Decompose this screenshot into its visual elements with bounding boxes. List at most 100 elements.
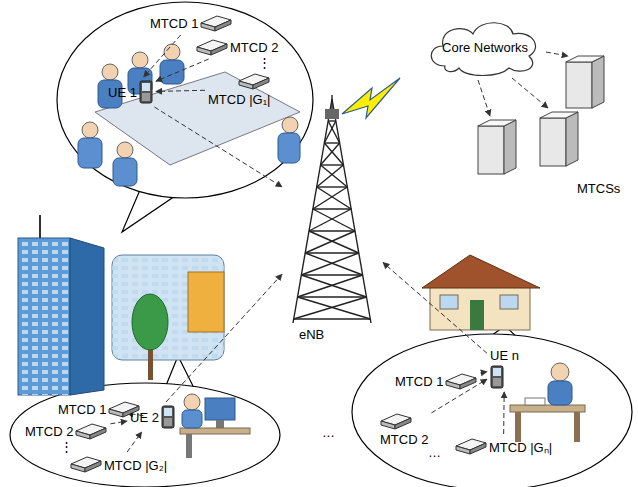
tower-icon (317, 186, 348, 187)
office-buildings (70, 238, 104, 395)
mtcd-device: MTCD |Gₙ| (455, 437, 552, 455)
node-label: MTCD 1 (58, 402, 106, 417)
icon-holder (196, 38, 228, 56)
tower-icon (301, 275, 366, 297)
node-label: MTCD 2 (25, 424, 73, 439)
icon-holder (200, 14, 232, 32)
office-buildings (18, 238, 70, 395)
tower-icon (328, 120, 336, 121)
tower-icon (301, 274, 362, 275)
ue-phone: UE 1 (108, 80, 153, 104)
icon-holder (445, 372, 477, 390)
tower-icon (325, 109, 339, 119)
icon-holder (490, 365, 504, 389)
desk-user (184, 394, 200, 410)
office-buildings (112, 255, 224, 360)
tower-icon (305, 252, 359, 253)
mtcd-icon (446, 381, 460, 389)
link-arrow (156, 59, 209, 81)
desk-user (525, 398, 545, 405)
server (566, 62, 592, 108)
tower-icon (309, 230, 355, 231)
icon-holder (75, 422, 107, 440)
mtcd-icon (70, 455, 102, 473)
desk-user (551, 363, 569, 381)
tower-icon (317, 165, 344, 187)
enb-tower: eNB (285, 95, 380, 342)
mtcd-icon (253, 78, 269, 89)
tower-icon (285, 95, 380, 325)
meeting-scene (164, 44, 180, 60)
meeting-scene (78, 138, 102, 168)
tower-icon (317, 187, 351, 209)
ue-phone: UE 2 (130, 405, 175, 429)
node-label: UE 1 (108, 85, 137, 100)
server-link (546, 52, 568, 56)
tower-icon (309, 231, 359, 253)
mtcd-device: MTCD 1 (395, 372, 477, 390)
phone-icon (490, 365, 504, 389)
link-arrow (110, 421, 127, 424)
meeting-scene (160, 60, 184, 84)
group-callout (57, 2, 313, 198)
annotation-label: … (322, 425, 335, 440)
house (430, 285, 530, 330)
desk-user (205, 398, 235, 420)
meeting-scene (282, 117, 298, 133)
mtcd-icon (470, 443, 486, 454)
phone-icon (140, 81, 152, 103)
server (566, 112, 578, 166)
node-label: MTCD |Gₙ| (489, 440, 552, 455)
tower-icon (332, 99, 371, 323)
tower-icon (324, 121, 335, 143)
mtcd-icon (381, 421, 395, 429)
mtcd-device: MTCD 2 (25, 422, 107, 440)
node-label: MTCD |G₁| (208, 92, 270, 107)
office-buildings (18, 215, 224, 395)
ue-phone: UE n (490, 348, 519, 389)
phone-icon (162, 406, 174, 428)
phone-icon (142, 93, 150, 101)
mtcd-icon (239, 81, 253, 89)
server (504, 120, 516, 174)
mtcd-icon (76, 431, 90, 439)
node-label: MTCD |G₂| (104, 458, 167, 473)
mtcd-device: MTCD 2 (380, 412, 428, 447)
mtcd-icon (71, 464, 85, 472)
annotation-label: … (428, 445, 441, 460)
tower-icon (321, 164, 344, 165)
icon-holder (70, 455, 102, 473)
phone-icon (493, 368, 501, 376)
mtcd-icon (460, 378, 476, 389)
meeting-scene (95, 72, 300, 165)
desk-user (180, 394, 250, 458)
link-arrow (144, 35, 181, 77)
annotation-label: ⋮ (60, 439, 73, 454)
tower-icon (298, 275, 363, 297)
house (500, 295, 518, 309)
office-buildings (188, 272, 224, 332)
link-arrow (127, 432, 141, 452)
wireless-bolt (342, 78, 400, 118)
desk-user (515, 412, 521, 442)
meeting-scene (78, 44, 300, 186)
meeting-scene (113, 158, 137, 186)
mtcd-icon (445, 372, 477, 390)
tower-icon (313, 209, 355, 231)
desk-user (186, 434, 192, 458)
icon-holder (238, 72, 270, 90)
server (566, 56, 604, 62)
node-label: Core Networks (442, 40, 528, 55)
mtcd-device: MTCD 1 (58, 400, 140, 418)
desk-user (574, 412, 580, 442)
mtcd-icon (200, 14, 232, 32)
cloud-shape (431, 23, 535, 76)
annotation-label: MTCSs (577, 181, 620, 196)
server (592, 56, 604, 108)
mtcd-icon (197, 47, 211, 55)
mtcd-icon (75, 422, 107, 440)
icon-holder (285, 95, 380, 325)
tower-icon (324, 143, 343, 165)
mtcd-device: MTCD 1 (150, 14, 232, 32)
tower-icon (309, 209, 351, 231)
